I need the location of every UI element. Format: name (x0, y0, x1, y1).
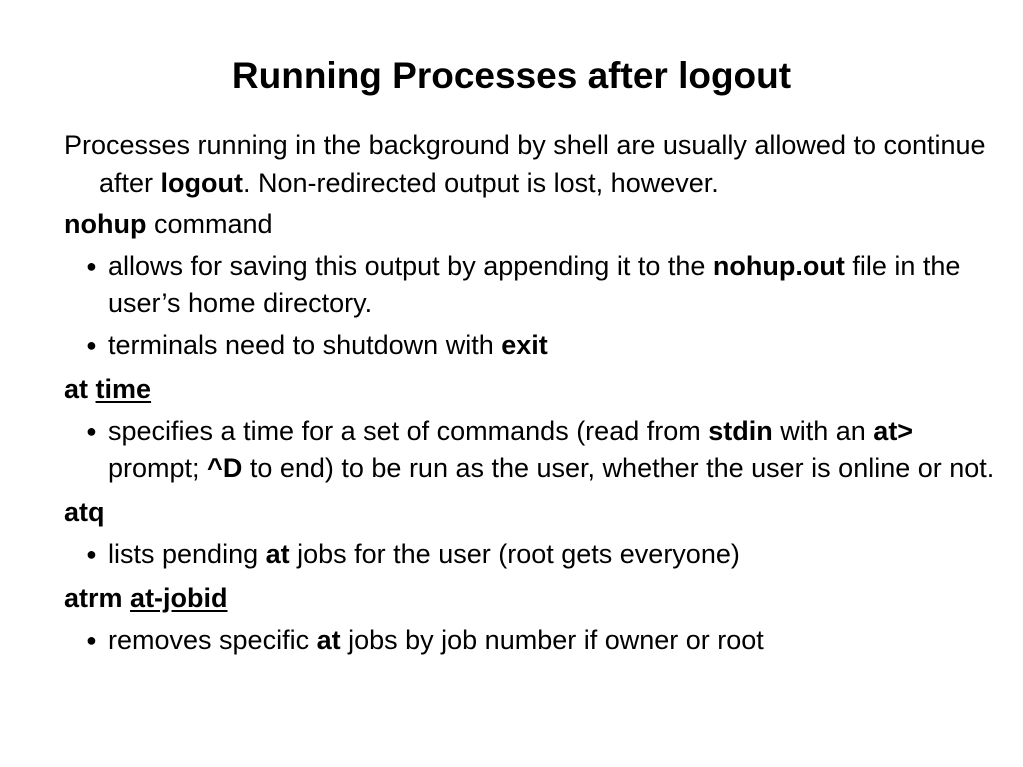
atq-bullet-1: ● lists pending at jobs for the user (roo… (64, 536, 1009, 573)
nohup-command-suffix: command (146, 209, 273, 239)
ctrl-d-keyword: ^D (207, 453, 243, 483)
nohup-bullet-1: ● allows for saving this output by append… (64, 248, 1009, 322)
at-command: at (64, 374, 89, 404)
at-keyword: at (265, 539, 290, 569)
atrm-heading: atrm at-jobid (64, 578, 1009, 618)
bullet-text: terminals need to shutdown with (108, 330, 502, 360)
bullet-text-3: prompt; (108, 453, 208, 483)
nohup-out-keyword: nohup.out (712, 251, 845, 281)
at-bullet-1: ● specifies a time for a set of commands … (64, 413, 1009, 487)
nohup-command: nohup (64, 209, 147, 239)
bullet-icon: ● (86, 630, 97, 650)
bullet-text-2: with an (772, 416, 874, 446)
at-prompt-keyword: at> (873, 416, 914, 446)
intro-text-end: . Non-redirected output is lost, however… (243, 168, 719, 198)
bullet-icon: ● (86, 544, 97, 564)
exit-keyword: exit (501, 330, 548, 360)
intro-logout-keyword: logout (160, 168, 243, 198)
bullet-text: specifies a time for a set of commands (… (108, 416, 709, 446)
bullet-text-end: file in the user’s home directory. (108, 251, 961, 318)
at-jobid-argument: at-jobid (130, 583, 228, 613)
atq-heading: atq (64, 492, 1009, 532)
bullet-text-end: jobs by job number if owner or root (340, 625, 764, 655)
at-keyword: at (316, 625, 341, 655)
stdin-keyword: stdin (708, 416, 773, 446)
intro-paragraph: Processes running in the background by s… (64, 126, 1009, 202)
bullet-text: allows for saving this output by appendi… (108, 251, 713, 281)
bullet-icon: ● (86, 335, 97, 355)
bullet-text: lists pending (108, 539, 266, 569)
bullet-icon: ● (86, 256, 97, 276)
atrm-command: atrm (64, 583, 123, 613)
bullet-text-4: to end) to be run as the user, whether t… (242, 453, 995, 483)
nohup-heading: nohup command (64, 204, 1009, 244)
bullet-text: removes specific (108, 625, 317, 655)
bullet-icon: ● (86, 421, 97, 441)
slide-title: Running Processes after logout (231, 55, 792, 96)
nohup-bullet-2: ● terminals need to shutdown with exit (64, 327, 1009, 364)
intro-text: Processes running in the background by s… (64, 130, 986, 198)
at-time-argument: time (95, 374, 152, 404)
slide-content: Processes running in the background by s… (64, 126, 1009, 664)
atrm-bullet-1: ● removes specific at jobs by job number … (64, 622, 1009, 659)
atq-command: atq (64, 497, 105, 527)
bullet-text-end: jobs for the user (root gets everyone) (289, 539, 740, 569)
at-heading: at time (64, 369, 1009, 409)
